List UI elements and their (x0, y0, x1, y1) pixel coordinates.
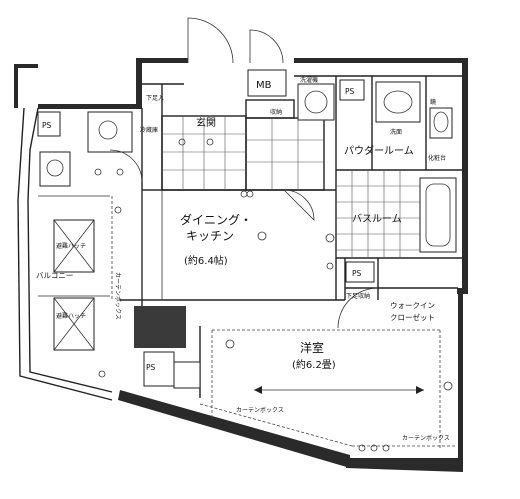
wic-label-1: ウォークイン (390, 301, 435, 310)
western-room-area: (約6.2畳) (292, 358, 336, 371)
powder-fixtures (297, 81, 453, 139)
ps-label-4: PS (146, 363, 156, 372)
toilet (429, 107, 453, 139)
balcony-outline (17, 107, 133, 401)
bath-tiles (336, 170, 457, 258)
escape-hatch-label-1: 避難ハッチ (56, 242, 86, 250)
wb-label: 洗面 (390, 128, 402, 136)
bathroom-label: バスルーム (352, 213, 402, 225)
laundry-machine (297, 83, 335, 121)
column (134, 306, 186, 348)
dimension-arrow (254, 386, 424, 394)
curtain-box-label-1: カーテンボックス (236, 406, 284, 414)
lower-storage-room-label: 下足収納 (346, 292, 370, 300)
entrance-tiles (162, 116, 324, 190)
air-unit (87, 111, 133, 153)
curtain-box-label-2: カーテンボックス (402, 434, 450, 442)
doors (109, 17, 379, 329)
storage-label: 収納 (270, 108, 282, 116)
bathtub (419, 177, 457, 253)
fridge-label: 冷蔵庫 (140, 126, 158, 134)
mb-box (247, 69, 287, 97)
ps-box-balcony (37, 111, 61, 137)
dining-kitchen-name-2: キッチン (186, 229, 234, 243)
mb-label: MB (256, 80, 272, 91)
outer-walls (14, 58, 468, 472)
ps-label-2: PS (42, 121, 52, 130)
interior-walls (120, 75, 462, 448)
escape-hatch-label-2: 避難ハッチ (56, 312, 86, 320)
wic-label-2: クローゼット (390, 312, 435, 322)
balcony-label: バルコニー (36, 271, 73, 280)
powder-room-label: パウダールーム (344, 144, 414, 157)
dining-kitchen-name-1: ダイニング・ (180, 212, 252, 227)
dressing-label: 化粧台 (428, 154, 446, 162)
entrance-label: 玄関 (196, 116, 216, 129)
ps-label-1: PS (345, 87, 355, 96)
lower-storage-label: 下足入 (146, 95, 164, 102)
western-room-name: 洋室 (300, 340, 324, 355)
curtain-box-top-label: カーテンボックス (114, 272, 122, 320)
wash-basin (375, 81, 421, 123)
laundry-label: 洗濯機 (300, 76, 318, 84)
mirror-label: 鏡 (430, 98, 436, 106)
ps-label-3: PS (352, 269, 362, 278)
dining-kitchen-area: (約6.4帖) (184, 254, 228, 267)
outdoor-unit (39, 151, 71, 187)
sockets (94, 138, 453, 452)
